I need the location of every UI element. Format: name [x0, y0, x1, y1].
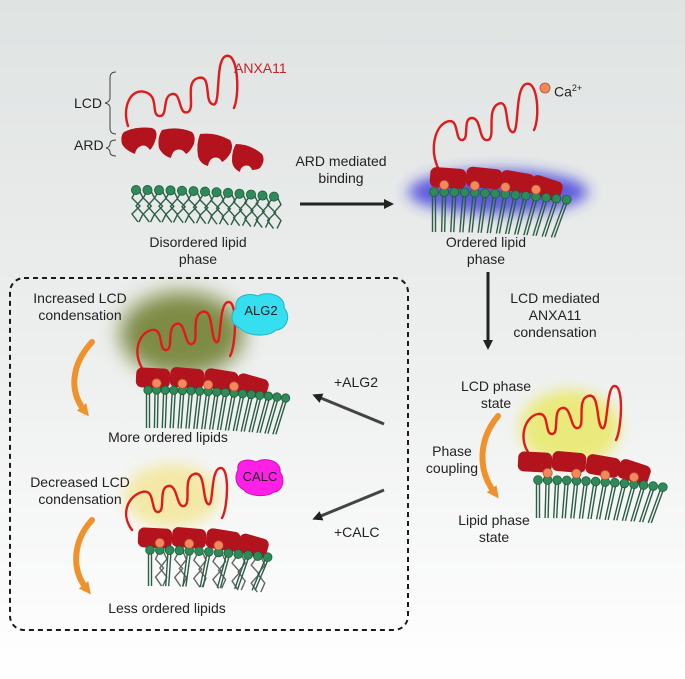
alg2-arrow [312, 393, 385, 426]
lcd-condensation-line1: LCD mediated [510, 290, 600, 306]
lcd-condensation-label: LCD mediated ANXA11 condensation [500, 290, 610, 341]
increased-line1: Increased LCD [33, 290, 127, 306]
disordered-lipid-label: Disordered lipid phase [138, 234, 258, 268]
ordered-label-line1: Ordered lipid [445, 234, 527, 250]
calc-coupling-arrow [73, 517, 95, 595]
lcd-label: LCD [74, 95, 103, 111]
ordered-label-line2: phase [466, 251, 506, 267]
calc-protein-shape [235, 459, 284, 497]
phase-coupling-label: Phase coupling [418, 443, 486, 477]
lcd-bracket [104, 71, 117, 157]
alg2-condensate-glow [120, 292, 244, 376]
lcd-phase-label: LCD phase state [448, 378, 544, 412]
calcium-label: Ca2+ [554, 80, 582, 101]
anxa11-lcd-chain [124, 54, 239, 128]
plus-calc-label: +CALC [334, 524, 380, 540]
increased-line2: condensation [38, 307, 122, 323]
anxa11-ard-domain [121, 127, 264, 172]
phase-coupling-arrow [479, 413, 501, 499]
disordered-label-line1: Disordered lipid [149, 234, 247, 250]
calcium-legend-icon [539, 82, 551, 94]
phase-coupling-line2: coupling [425, 460, 479, 476]
decreased-line1: Decreased LCD [30, 474, 130, 490]
more-ordered-label: More ordered lipids [108, 429, 228, 445]
condensate-lipid-membrane [533, 468, 668, 524]
calc-lcd-chain [125, 466, 229, 532]
lipid-phase-line2: state [478, 529, 510, 545]
alg2-protein-shape [231, 293, 289, 336]
less-ordered-lipid-membrane [145, 538, 273, 593]
lipid-phase-label: Lipid phase state [446, 512, 542, 546]
modulator-box [9, 277, 409, 631]
lcd-condensation-line3: condensation [513, 324, 597, 340]
lcd-phase-line1: LCD phase [460, 378, 532, 394]
ard-binding-line2: binding [318, 170, 364, 186]
disordered-lipid-membrane [130, 184, 282, 230]
disordered-label-line2: phase [178, 251, 218, 267]
condensate-glow [520, 390, 620, 466]
ordered-lipid-label: Ordered lipid phase [426, 234, 546, 268]
calcium-symbol: Ca [554, 83, 572, 100]
calc-condensate-glow [124, 464, 220, 528]
less-ordered-label: Less ordered lipids [108, 600, 226, 616]
ard-binding-line1: ARD mediated [295, 153, 387, 169]
alg2-label: ALG2 [244, 303, 278, 318]
calc-arrow [312, 488, 385, 521]
alg2-coupling-arrow [71, 339, 95, 417]
decreased-line2: condensation [38, 491, 122, 507]
increased-condensation-label: Increased LCD condensation [20, 290, 140, 324]
condensate-ard-domain [517, 451, 651, 485]
more-ordered-lipid-membrane [143, 378, 291, 435]
bound-lcd-chain [432, 82, 539, 170]
calc-label: CALC [242, 469, 278, 484]
lipid-phase-line1: Lipid phase [458, 512, 530, 528]
lcd-condensation-line2: ANXA11 [528, 307, 582, 323]
decreased-condensation-label: Decreased LCD condensation [20, 474, 140, 508]
phase-coupling-line1: Phase [432, 443, 472, 459]
ard-binding-label: ARD mediated binding [286, 153, 396, 187]
condensate-lcd-chain [522, 384, 623, 454]
ordered-lipid-membrane [429, 180, 572, 238]
lcd-phase-line2: state [480, 395, 512, 411]
anxa11-label: ANXA11 [234, 60, 287, 76]
ard-label: ARD [74, 137, 104, 153]
calcium-charge: 2+ [571, 83, 583, 93]
plus-alg2-label: +ALG2 [334, 374, 378, 390]
alg2-lcd-chain [136, 300, 237, 370]
